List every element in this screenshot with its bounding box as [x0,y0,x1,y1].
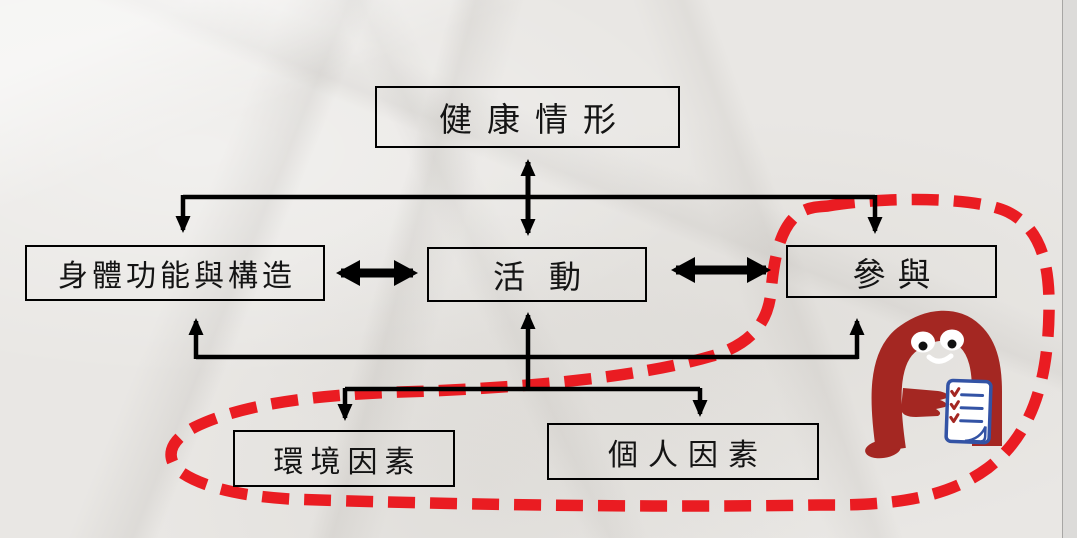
canvas-right-edge-strip [1062,0,1077,538]
node-body-function-structure: 身體功能與構造 [25,245,325,301]
smile [926,353,954,364]
red-a-character-icon [865,310,1002,459]
pointing-hand [901,388,948,417]
factors-bus-lower [337,386,708,421]
factors-bus-upper [188,312,865,389]
node-environmental-factors: 環境因素 [233,430,455,487]
node-participation: 參與 [786,245,997,298]
page-fold [964,426,987,443]
node-label: 個人因素 [608,437,768,473]
eyes [911,329,964,353]
node-label: 身體功能與構造 [58,259,296,294]
node-health-condition: 健康情形 [375,86,680,148]
node-label: 參與 [852,254,943,294]
node-label: 健康情形 [439,100,631,139]
node-activity: 活動 [427,247,647,302]
node-personal-factors: 個人因素 [547,423,819,480]
node-label: 環境因素 [273,444,422,480]
node-label: 活動 [492,257,605,296]
checklist-icon [944,378,993,445]
top-bus-connector [175,194,883,234]
